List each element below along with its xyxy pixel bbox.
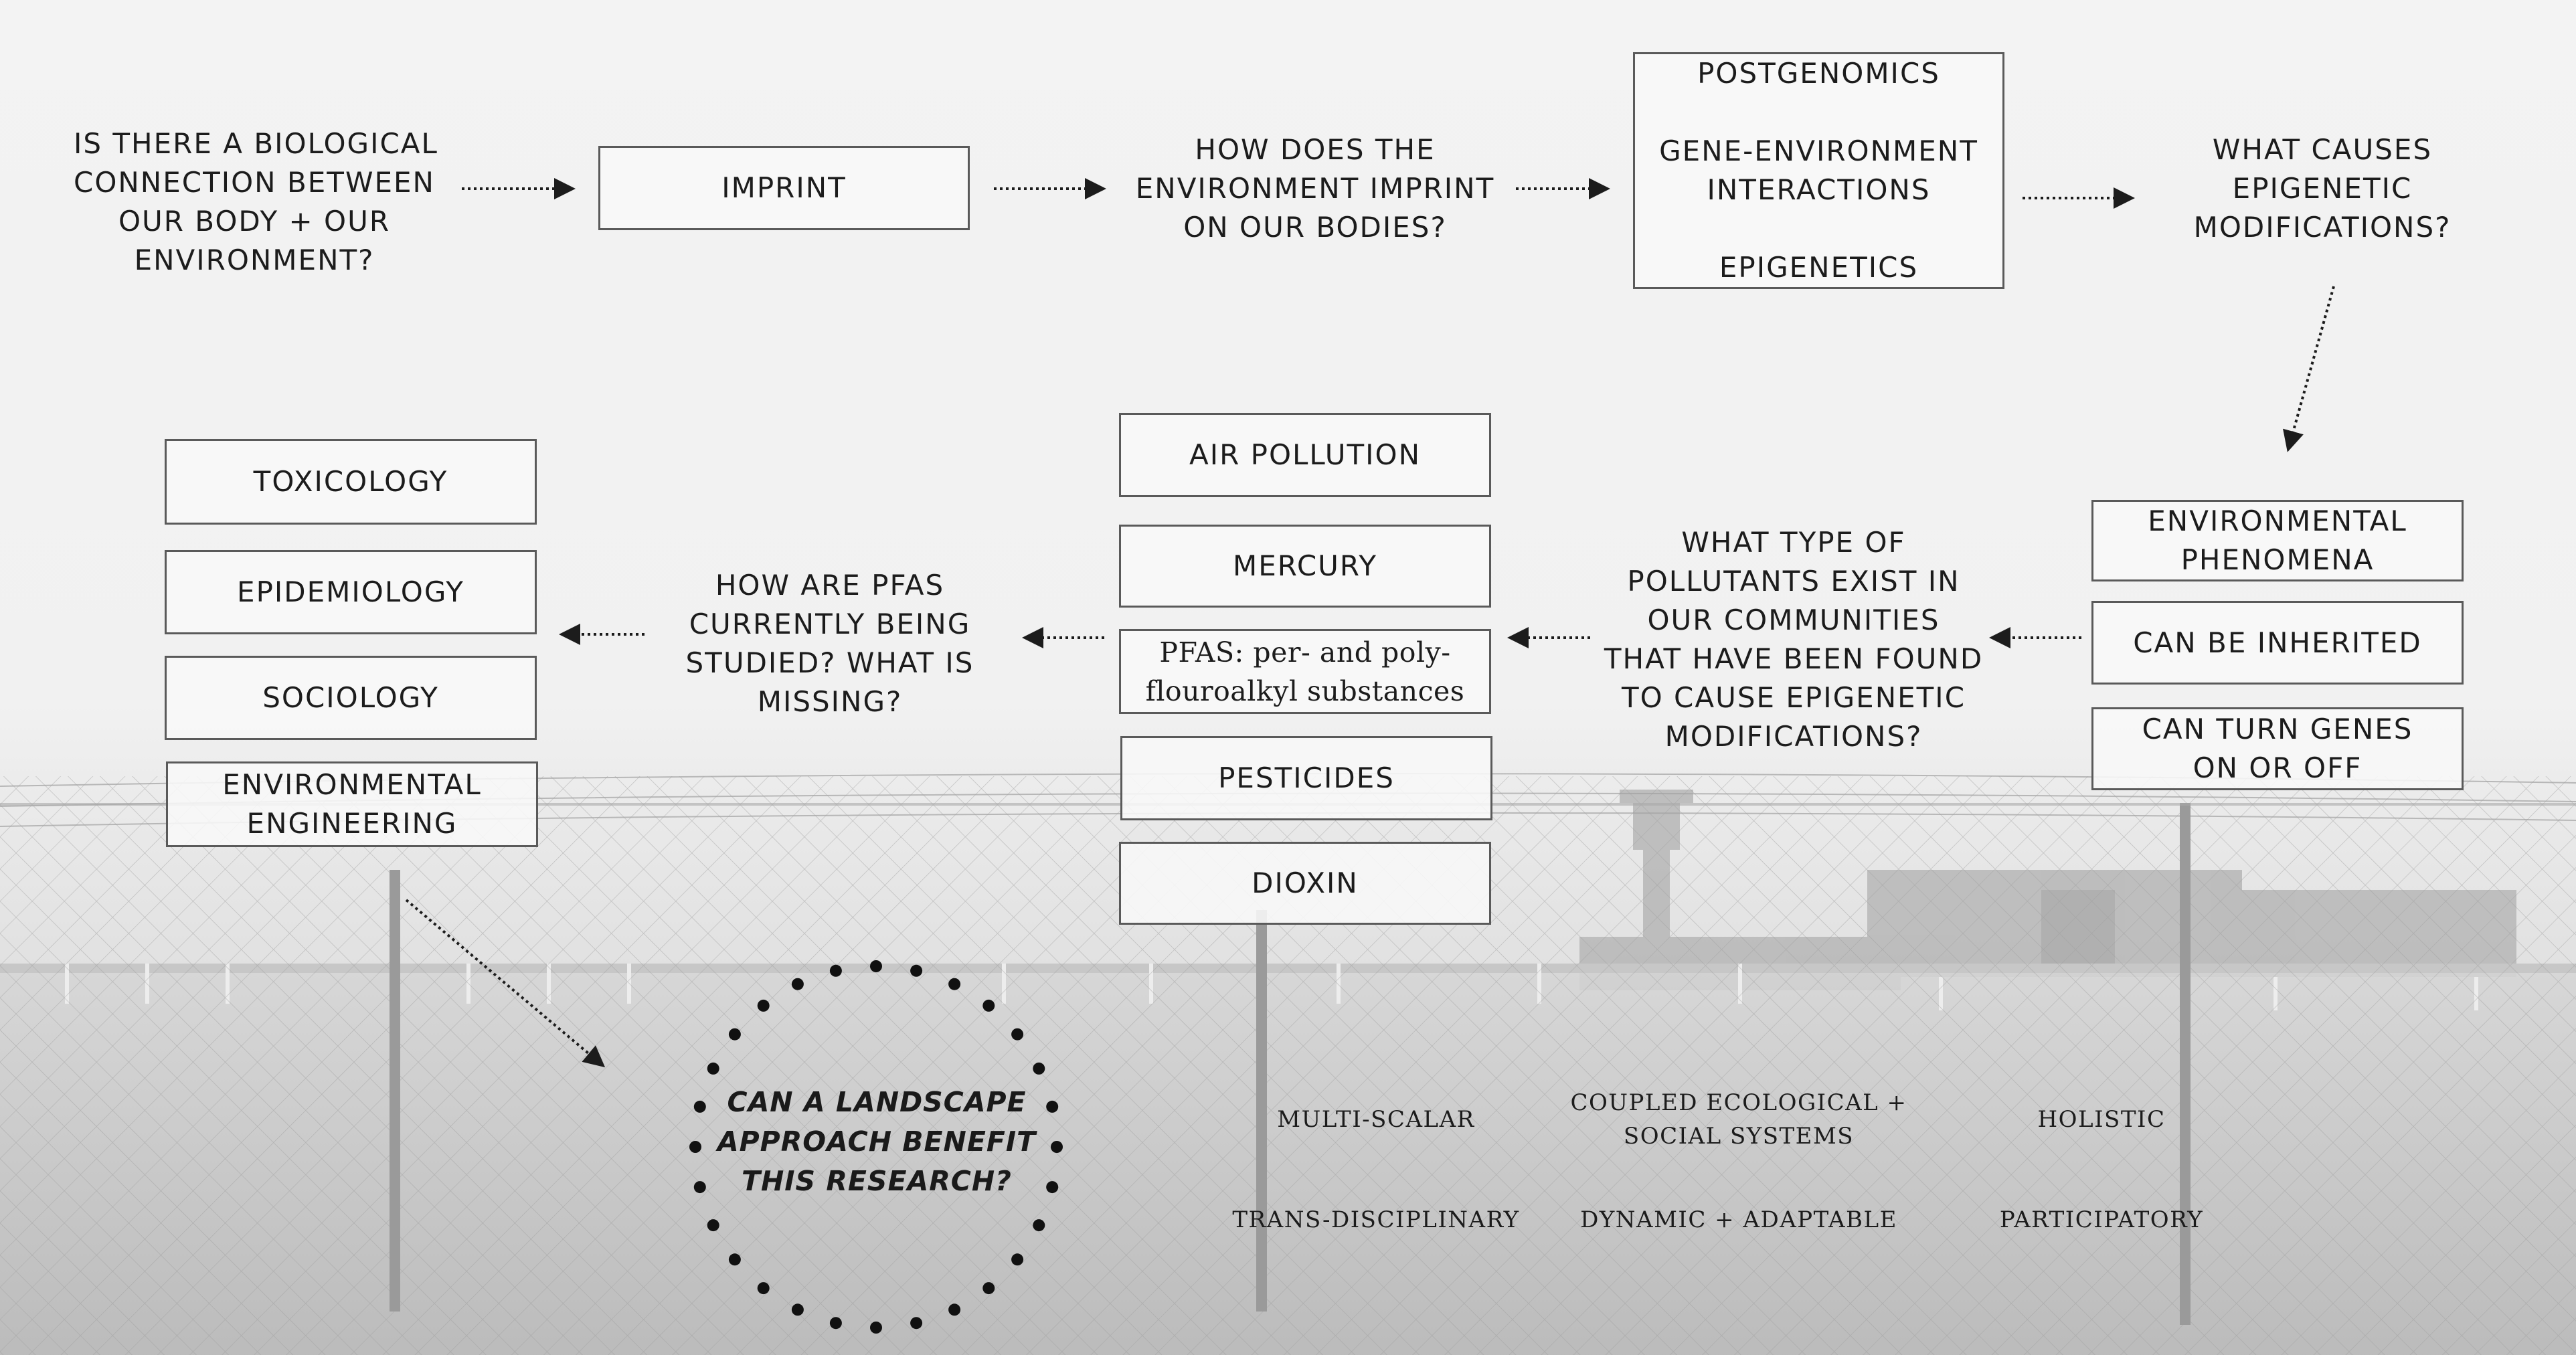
question-environment-imprint: HOW DOES THE ENVIRONMENT IMPRINT ON OUR … xyxy=(1131,130,1499,247)
discipline-sociology: SOCIOLOGY xyxy=(165,656,537,740)
question-line: CAN A LANDSCAPE xyxy=(727,1086,1027,1118)
question-line: CURRENTLY BEING xyxy=(689,608,971,640)
question-line: HOW DOES THE xyxy=(1195,133,1436,166)
box-label: TOXICOLOGY xyxy=(253,465,448,498)
box-label: DIOXIN xyxy=(1252,867,1359,899)
pollutant-air-pollution: AIR POLLUTION xyxy=(1119,413,1491,497)
quality-line: COUPLED ECOLOGICAL + xyxy=(1570,1089,1907,1116)
box-label: EPIGENETICS xyxy=(1719,251,1919,284)
question-line: WHAT TYPE OF xyxy=(1681,526,1906,559)
question-line: HOW ARE PFAS xyxy=(715,569,945,602)
question-line: ENVIRONMENT IMPRINT xyxy=(1135,172,1495,205)
box-label: PESTICIDES xyxy=(1218,761,1395,794)
trait-environmental-phenomena: ENVIRONMENTAL PHENOMENA xyxy=(2091,500,2464,581)
pollutant-mercury: MERCURY xyxy=(1119,525,1491,608)
discipline-toxicology: TOXICOLOGY xyxy=(165,439,537,525)
question-line: MODIFICATIONS? xyxy=(2193,211,2452,244)
box-label: INTERACTIONS xyxy=(1707,173,1931,206)
research-fields-box: POSTGENOMICS GENE-ENVIRONMENT INTERACTIO… xyxy=(1633,52,2004,289)
pollutant-pfas: PFAS: per- and poly- flouroalkyl substan… xyxy=(1119,629,1491,714)
gene-environment-group: GENE-ENVIRONMENT INTERACTIONS xyxy=(1659,132,1978,209)
question-line: TO CAUSE EPIGENETIC xyxy=(1621,681,1966,714)
question-line: THAT HAVE BEEN FOUND xyxy=(1604,642,1984,675)
question-line: ENVIRONMENT? xyxy=(134,244,375,276)
imprint-box: IMPRINT xyxy=(598,146,970,230)
box-label: CAN BE INHERITED xyxy=(2133,626,2422,659)
box-label: AIR POLLUTION xyxy=(1189,438,1421,471)
box-label: ON OR OFF xyxy=(2193,751,2363,784)
question-biological-connection: IS THERE A BIOLOGICAL CONNECTION BETWEEN… xyxy=(74,124,438,280)
question-line: CONNECTION BETWEEN xyxy=(74,166,435,199)
box-label: GENE-ENVIRONMENT xyxy=(1659,134,1978,167)
quality-multi-scalar: MULTI-SCALAR xyxy=(1189,1103,1563,1136)
question-line: MODIFICATIONS? xyxy=(1664,720,1923,753)
box-label: ENVIRONMENTAL xyxy=(222,768,482,801)
quality-line: HOLISTIC xyxy=(2037,1106,2166,1133)
pollutant-dioxin: DIOXIN xyxy=(1119,842,1491,925)
box-label: flouroalkyl substances xyxy=(1145,674,1465,707)
landscape-question: CAN A LANDSCAPE APPROACH BENEFIT THIS RE… xyxy=(696,1083,1057,1201)
question-line: APPROACH BENEFIT xyxy=(717,1125,1037,1158)
question-line: WHAT CAUSES xyxy=(2212,133,2433,166)
quality-dynamic-adaptable: DYNAMIC + ADAPTABLE xyxy=(1551,1203,1926,1237)
question-pfas-study: HOW ARE PFAS CURRENTLY BEING STUDIED? WH… xyxy=(669,566,991,721)
box-label: EPIDEMIOLOGY xyxy=(237,575,464,608)
question-line: MISSING? xyxy=(757,685,903,718)
fence-posts xyxy=(390,803,2191,1325)
question-line: OUR COMMUNITIES xyxy=(1647,604,1940,636)
box-label: IMPRINT xyxy=(721,171,847,204)
trait-turn-genes-on-off: CAN TURN GENES ON OR OFF xyxy=(2091,707,2464,790)
quality-line: MULTI-SCALAR xyxy=(1277,1106,1475,1133)
quality-coupled-systems: COUPLED ECOLOGICAL + SOCIAL SYSTEMS xyxy=(1551,1086,1926,1153)
box-label: POSTGENOMICS xyxy=(1697,57,1940,90)
question-line: EPIGENETIC xyxy=(2232,172,2413,205)
box-label: CAN TURN GENES xyxy=(2142,713,2413,745)
box-label: PHENOMENA xyxy=(2180,543,2375,576)
box-label: ENGINEERING xyxy=(246,807,458,840)
question-line: POLLUTANTS EXIST IN xyxy=(1627,565,1960,598)
box-label: PFAS: per- and poly- xyxy=(1159,636,1451,668)
pollutant-pesticides: PESTICIDES xyxy=(1120,736,1492,820)
trait-can-be-inherited: CAN BE INHERITED xyxy=(2091,601,2464,685)
quality-line: DYNAMIC + ADAPTABLE xyxy=(1580,1206,1897,1233)
discipline-environmental-engineering: ENVIRONMENTAL ENGINEERING xyxy=(166,761,538,847)
quality-trans-disciplinary: TRANS-DISCIPLINARY xyxy=(1189,1203,1563,1237)
box-label: MERCURY xyxy=(1232,549,1378,582)
question-line: OUR BODY + OUR xyxy=(118,205,391,238)
quality-line: SOCIAL SYSTEMS xyxy=(1623,1123,1855,1150)
question-pollutant-types: WHAT TYPE OF POLLUTANTS EXIST IN OUR COM… xyxy=(1593,523,1994,756)
question-line: STUDIED? WHAT IS xyxy=(685,646,974,679)
question-line: THIS RESEARCH? xyxy=(742,1165,1012,1197)
quality-line: PARTICIPATORY xyxy=(1999,1206,2204,1233)
quality-participatory: PARTICIPATORY xyxy=(1914,1203,2289,1237)
question-line: ON OUR BODIES? xyxy=(1183,211,1447,244)
box-label: SOCIOLOGY xyxy=(262,681,439,714)
quality-line: TRANS-DISCIPLINARY xyxy=(1232,1206,1520,1233)
box-label: ENVIRONMENTAL xyxy=(2148,505,2407,537)
quality-holistic: HOLISTIC xyxy=(1914,1103,2289,1136)
question-line: IS THERE A BIOLOGICAL xyxy=(74,127,438,160)
question-epigenetic-causes: WHAT CAUSES EPIGENETIC MODIFICATIONS? xyxy=(2142,130,2503,247)
discipline-epidemiology: EPIDEMIOLOGY xyxy=(165,550,537,634)
